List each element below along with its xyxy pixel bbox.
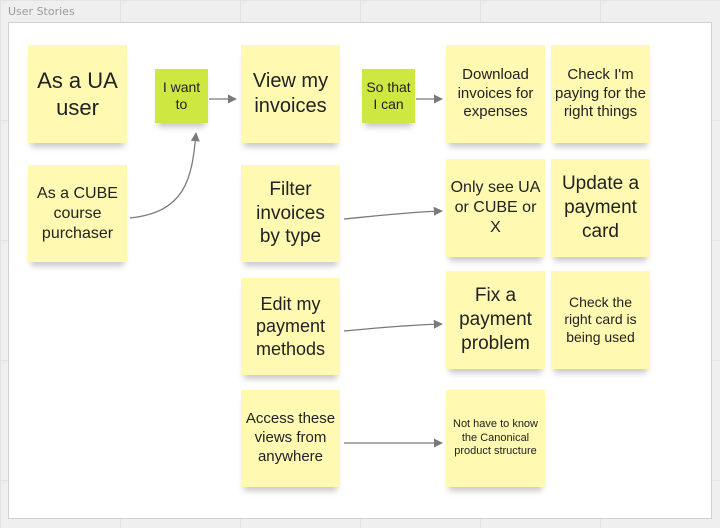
sticky-check-paying-text: Check I'm paying for the right things (555, 65, 646, 121)
sticky-only-see-text: Only see UA or CUBE or X (450, 179, 541, 236)
sticky-view-invoices[interactable]: View my invoices (241, 45, 340, 143)
sticky-edit-payment[interactable]: Edit my payment methods (241, 278, 340, 375)
sticky-filter-invoices[interactable]: Filter invoices by type (241, 165, 340, 262)
sticky-view-invoices-text: View my invoices (252, 70, 329, 117)
sticky-fix-problem[interactable]: Fix a payment problem (446, 271, 545, 369)
frame-title: User Stories (8, 5, 75, 18)
sticky-as-ua-user-text: As a UA user (37, 67, 118, 121)
sticky-not-have-to-know-text: Not have to know the Canonical product s… (453, 417, 538, 458)
arrow-filter-to-only-see[interactable] (343, 206, 443, 220)
sticky-update-card[interactable]: Update a payment card (551, 159, 650, 257)
sticky-as-ua-user[interactable]: As a UA user (28, 45, 127, 143)
sticky-i-want-to-text: I want to (162, 78, 201, 113)
sticky-access-views[interactable]: Access these views from anywhere (241, 390, 340, 487)
sticky-check-paying[interactable]: Check I'm paying for the right things (551, 45, 650, 143)
sticky-update-card-text: Update a payment card (561, 173, 640, 242)
sticky-fix-problem-text: Fix a payment problem (459, 285, 532, 354)
sticky-as-cube-purchaser-text: As a CUBE course purchaser (37, 184, 118, 242)
sticky-so-that[interactable]: So that I can (362, 69, 415, 123)
arrow-edit-to-fix[interactable] (343, 319, 443, 332)
sticky-check-card-text: Check the right card is being used (564, 293, 637, 345)
sticky-check-card[interactable]: Check the right card is being used (551, 271, 650, 369)
sticky-not-have-to-know[interactable]: Not have to know the Canonical product s… (446, 390, 545, 487)
arrow-cube-to-want[interactable] (129, 132, 200, 219)
sticky-edit-payment-text: Edit my payment methods (255, 293, 326, 359)
sticky-i-want-to[interactable]: I want to (155, 69, 208, 123)
sticky-access-views-text: Access these views from anywhere (245, 410, 336, 465)
sticky-download-invoices[interactable]: Download invoices for expenses (446, 45, 545, 143)
sticky-only-see[interactable]: Only see UA or CUBE or X (446, 159, 545, 257)
sticky-download-invoices-text: Download invoices for expenses (457, 65, 534, 121)
sticky-so-that-text: So that I can (366, 78, 411, 113)
sticky-filter-invoices-text: Filter invoices by type (256, 178, 325, 248)
sticky-as-cube-purchaser[interactable]: As a CUBE course purchaser (28, 165, 127, 262)
